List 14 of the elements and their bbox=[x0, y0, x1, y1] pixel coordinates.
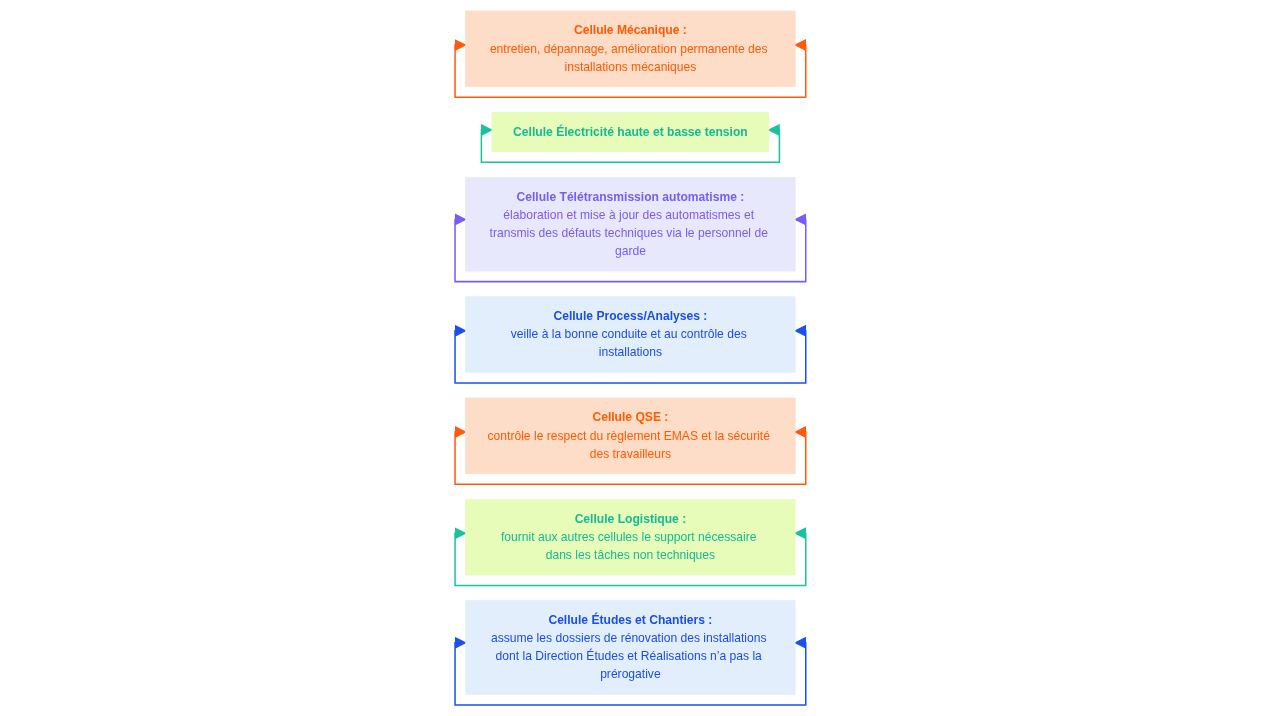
loop-arrow bbox=[454, 39, 807, 98]
loop-arrow bbox=[454, 527, 807, 587]
node-box: Cellule Études et Chantiers : assume les dossiers de rénovation des installations dont la Direction Études et Réalisations n’a pas la prérogative bbox=[465, 600, 796, 695]
loop-arrow bbox=[454, 324, 807, 384]
node-box: Cellule Mécanique : entretien, dépannage, amélioration permanente des installations mécaniques bbox=[465, 10, 796, 88]
node-box: Cellule Process/Analyses : veille à la bonne conduite et au contrôle des installations bbox=[465, 296, 796, 373]
node-box: Cellule Logistique : fournit aux autres cellules le support nécessaire dans les tâches non techniques bbox=[465, 498, 796, 576]
loop-arrow bbox=[480, 124, 781, 163]
loop-arrow bbox=[454, 636, 807, 706]
loop-arrow bbox=[454, 213, 807, 283]
node-box: Cellule Électricité haute et basse tension bbox=[491, 112, 770, 153]
node-box: Cellule QSE : contrôle le respect du règlement EMAS et la sécurité des travailleurs bbox=[465, 397, 796, 474]
node-box: Cellule Télétransmission automatisme : élaboration et mise à jour des automatismes et transmis des défauts techniques via le personnel de garde bbox=[465, 177, 796, 272]
loop-arrow bbox=[454, 426, 807, 485]
